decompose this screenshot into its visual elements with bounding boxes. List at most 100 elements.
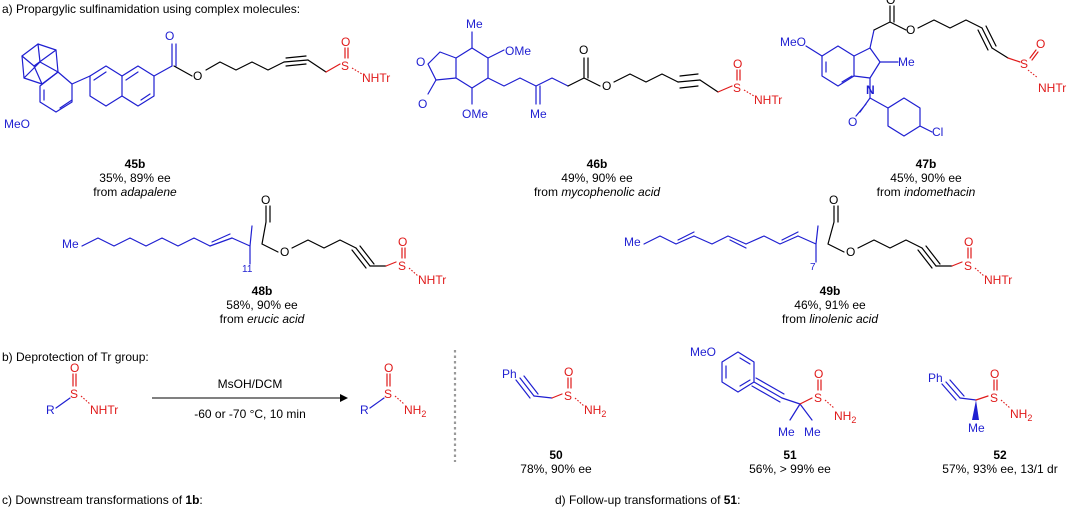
structure-47b: MeO Me N O Cl O O S O NHTr <box>780 0 1066 139</box>
from-prefix: from <box>93 185 121 199</box>
compound-result: 49%, 90% ee <box>561 171 633 185</box>
subscript-11: 11 <box>242 264 253 275</box>
atom-O: O <box>280 245 289 259</box>
compound-id: 52 <box>993 448 1007 462</box>
atom-Ph: Ph <box>928 371 943 385</box>
atom-O: O <box>70 361 79 375</box>
atom-MeO: MeO <box>780 35 806 49</box>
structure-50: Ph S O NH2 <box>502 365 606 419</box>
atom-R: R <box>46 403 55 417</box>
atom-O: O <box>418 97 427 111</box>
atom-O: O <box>579 43 588 57</box>
caption-48b: 48b 58%, 90% ee from erucic acid <box>192 284 332 326</box>
atom-Me: Me <box>968 421 985 435</box>
section-d-heading: d) Follow-up transformations of 51: <box>555 493 740 507</box>
atom-O: O <box>964 235 973 249</box>
atom-O: O <box>564 365 573 379</box>
atom-R: R <box>360 403 369 417</box>
atom-NH: NH <box>584 403 601 417</box>
atom-Me: Me <box>898 55 915 69</box>
atom-O: O <box>602 79 611 93</box>
atom-O: O <box>261 193 270 207</box>
atom-S: S <box>341 59 349 73</box>
subscript-2: 2 <box>421 409 426 419</box>
structure-51: MeO Me Me S O NH2 <box>690 345 856 439</box>
atom-Cl: Cl <box>932 125 943 139</box>
from-prefix: from <box>533 185 562 199</box>
compound-source: erucic acid <box>246 312 305 326</box>
compound-id: 49b <box>819 284 841 298</box>
atom-OMe: OMe <box>462 107 488 121</box>
atom-O: O <box>165 29 174 43</box>
atom-NHTr: NHTr <box>1038 81 1066 95</box>
caption-45b: 45b 35%, 89% ee from adapalene <box>65 157 205 199</box>
atom-O: O <box>906 23 915 37</box>
compound-source: linolenic acid <box>809 312 879 326</box>
atom-S: S <box>1020 57 1028 71</box>
compound-id: 47b <box>915 157 937 171</box>
atom-NHTr: NHTr <box>362 71 390 85</box>
atom-O: O <box>384 361 393 375</box>
atom-NH: NH <box>404 403 421 417</box>
compound-result: 46%, 91% ee <box>794 298 866 312</box>
compound-result: 58%, 90% ee <box>226 298 298 312</box>
atom-O: O <box>990 367 999 381</box>
caption-47b: 47b 45%, 90% ee from indomethacin <box>846 157 1006 199</box>
structure-49b: Me 7 O O S O NHTr <box>624 193 1012 287</box>
wedge-bond <box>972 400 979 420</box>
atom-S: S <box>398 259 406 273</box>
section-d-text: d) Follow-up transformations of <box>555 493 724 507</box>
from-prefix: from <box>876 185 904 199</box>
structure-46b: Me OMe O O OMe Me O O S O NHTr <box>416 17 782 121</box>
svg-text:NH2: NH2 <box>404 403 426 419</box>
compound-id: 48b <box>251 284 273 298</box>
compound-result: 56%, > 99% ee <box>749 462 831 476</box>
atom-O: O <box>886 0 895 7</box>
atom-O: O <box>1036 37 1045 51</box>
deprotection-reaction: R S O NHTr MsOH/DCM -60 or -70 °C, 10 mi… <box>46 361 426 421</box>
atom-Me: Me <box>530 107 547 121</box>
atom-Ph: Ph <box>502 367 517 381</box>
atom-O: O <box>416 55 425 69</box>
svg-text:NH2: NH2 <box>1010 407 1032 423</box>
atom-NHTr: NHTr <box>984 273 1012 287</box>
svg-text:NH2: NH2 <box>584 403 606 419</box>
compound-source: mycophenolic acid <box>561 185 661 199</box>
atom-MeO: MeO <box>4 117 30 131</box>
compound-source: adapalene <box>120 185 177 199</box>
atom-O: O <box>193 69 202 83</box>
atom-NHTr: NHTr <box>418 273 446 287</box>
compound-result: 57%, 93% ee, 13/1 dr <box>942 462 1058 476</box>
atom-OMe: OMe <box>505 44 531 58</box>
section-c-text: c) Downstream transformations of <box>2 493 186 507</box>
atom-O: O <box>846 245 855 259</box>
atom-NHTr: NHTr <box>90 403 118 417</box>
atom-Me: Me <box>466 17 483 31</box>
compound-id: 45b <box>124 157 146 171</box>
compound-source: indomethacin <box>903 185 976 199</box>
atom-O: O <box>341 35 350 49</box>
reaction-conditions: -60 or -70 °C, 10 min <box>194 407 306 421</box>
caption-50: 50 78%, 90% ee <box>496 448 616 476</box>
structure-48b: Me 11 O O S O NHTr <box>62 193 446 287</box>
atom-S: S <box>964 259 972 273</box>
atom-N: N <box>866 83 875 97</box>
atom-O: O <box>829 193 838 207</box>
atom-Me: Me <box>778 425 795 439</box>
structure-52: Ph Me S O NH2 <box>928 367 1032 435</box>
section-d-colon: : <box>737 493 741 507</box>
atom-O: O <box>814 367 823 381</box>
section-a-heading: a) Propargylic sulfinamidation using com… <box>2 2 301 16</box>
caption-46b: 46b 49%, 90% ee from mycophenolic acid <box>507 157 687 199</box>
atom-MeO: MeO <box>690 345 716 359</box>
atom-S: S <box>733 81 741 95</box>
atom-NHTr: NHTr <box>754 93 782 107</box>
from-prefix: from <box>219 312 247 326</box>
atom-S: S <box>990 391 998 405</box>
subscript-2: 2 <box>851 415 856 425</box>
compound-id: 51 <box>783 448 797 462</box>
atom-O: O <box>398 235 407 249</box>
compound-result: 45%, 90% ee <box>890 171 962 185</box>
atom-NH: NH <box>1010 407 1027 421</box>
